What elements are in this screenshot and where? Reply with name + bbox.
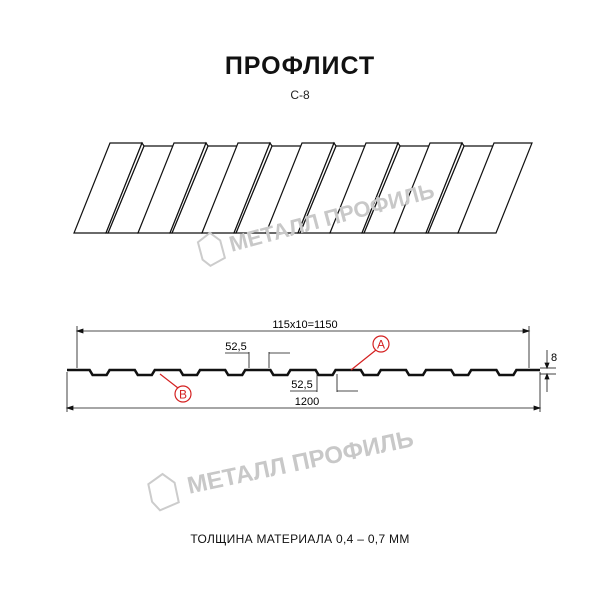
sheet-rib-edge [105, 141, 145, 234]
marker-a [350, 335, 390, 371]
marker-b-label: B [179, 388, 187, 402]
material-thickness: ТОЛЩИНА МАТЕРИАЛА 0,4 – 0,7 ММ [190, 532, 410, 546]
dimension-lines [65, 326, 556, 412]
sheet-rib-edge [233, 141, 273, 234]
sheet-profile [67, 368, 540, 377]
isometric-sheet [73, 141, 533, 234]
marker-b [159, 373, 192, 403]
watermark-text: МЕТАЛЛ ПРОФИЛЬ [185, 425, 416, 499]
sheet-rib-edge [297, 141, 337, 234]
logo-icon [196, 231, 227, 268]
sheet-rib-edge [169, 141, 209, 234]
sheet-rib-edge [425, 141, 465, 234]
pitch-total-label: 115x10=1150 [272, 319, 337, 331]
rib-upper-label: 52,5 [225, 341, 246, 353]
height-label: 8 [551, 352, 557, 364]
logo-icon [147, 472, 180, 512]
total-width-label: 1200 [295, 396, 319, 408]
page-title: ПРОФЛИСТ [224, 52, 376, 80]
sheet-rib-edge [361, 141, 401, 234]
marker-a-label: A [377, 338, 385, 352]
rib-lower-label: 52,5 [291, 379, 312, 391]
sheet-rib [457, 142, 533, 234]
watermark-lower: МЕТАЛЛ ПРОФИЛЬ [147, 425, 416, 512]
model-label: С-8 [290, 88, 310, 102]
